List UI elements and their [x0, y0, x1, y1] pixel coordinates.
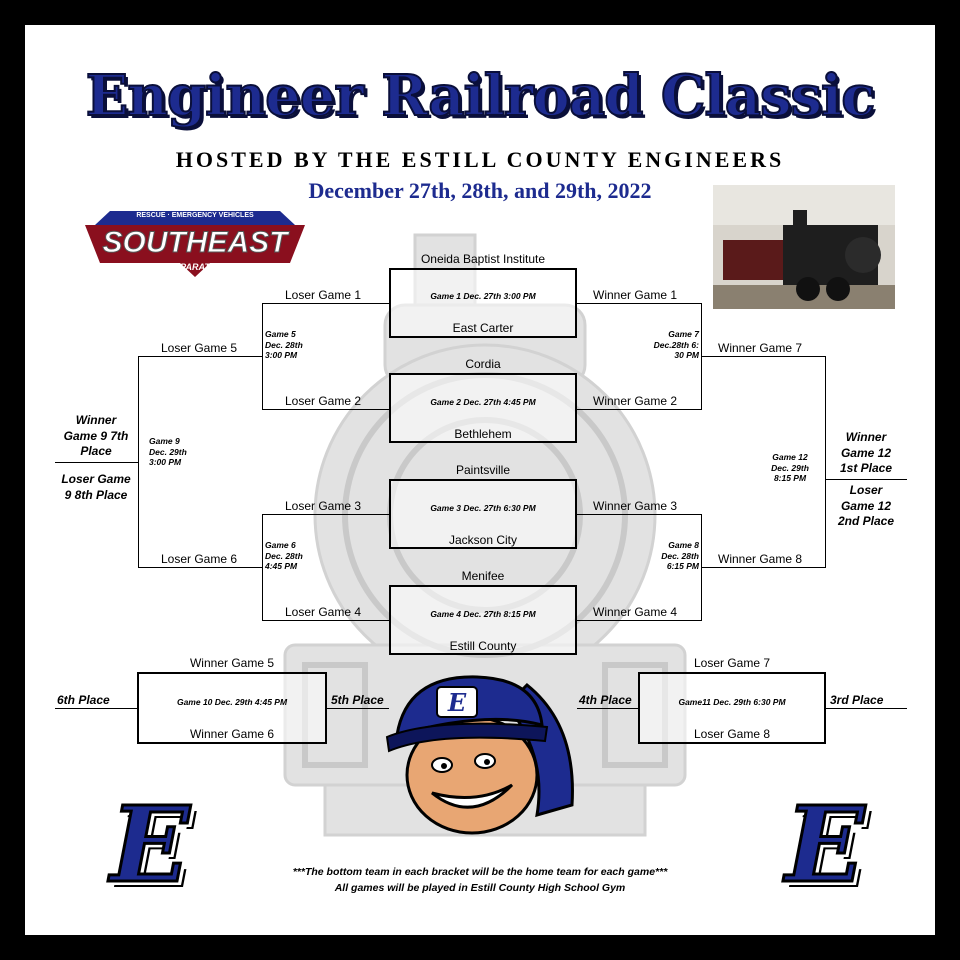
game-2-info: Game 2 Dec. 27th 4:45 PM — [430, 397, 536, 407]
bracket-line — [138, 356, 139, 568]
train-photo — [713, 185, 895, 309]
estill-e-logo-left: E — [109, 783, 191, 906]
bracket-line — [55, 708, 137, 709]
engineer-mascot-icon: E — [385, 675, 574, 835]
bracket-line — [701, 356, 825, 357]
label-loser-game-5: Loser Game 5 — [161, 341, 238, 355]
game-1-top-team: Oneida Baptist Institute — [420, 252, 546, 266]
bracket-line — [262, 514, 263, 621]
bracket-line — [826, 708, 907, 709]
bracket-line — [825, 356, 826, 568]
game-4-bottom-team: Estill County — [449, 639, 517, 653]
game-10-box — [137, 672, 327, 744]
bracket-line — [577, 303, 702, 304]
bracket-line — [262, 620, 389, 621]
svg-text:E: E — [447, 688, 467, 717]
label-loser-game-1: Loser Game 1 — [285, 288, 362, 302]
game-4-box — [389, 585, 577, 655]
event-dates: December 27th, 28th, and 29th, 2022 — [308, 178, 652, 203]
bracket-line — [262, 303, 389, 304]
label-loser-game-3: Loser Game 3 — [285, 499, 362, 513]
bracket-line — [55, 462, 138, 463]
label-loser-game-6: Loser Game 6 — [161, 552, 238, 566]
game-11-box — [638, 672, 826, 744]
game-10-bottom-team: Winner Game 6 — [189, 727, 275, 741]
game-2-bottom-team: Bethlehem — [454, 427, 512, 441]
bracket-line — [577, 409, 702, 410]
label-loser-game-2: Loser Game 2 — [285, 394, 362, 408]
label-winner-game-8: Winner Game 8 — [718, 552, 803, 566]
game-4-top-team: Menifee — [461, 569, 505, 583]
bracket-line — [577, 620, 702, 621]
game-11-bottom-team: Loser Game 8 — [693, 727, 771, 741]
sponsor-logo: RESCUE · EMERGENCY VEHICLES SOUTHEAST AP… — [70, 203, 320, 281]
estill-e-logo-right: E — [784, 783, 866, 906]
label-winner-game-2: Winner Game 2 — [593, 394, 678, 408]
bracket-line — [577, 514, 702, 515]
bracket-poster: Engineer Railroad Classic HOSTED BY THE … — [25, 25, 935, 935]
label-winner-game-7: Winner Game 7 — [718, 341, 803, 355]
game-4-info: Game 4 Dec. 27th 8:15 PM — [430, 609, 536, 619]
game-3-info: Game 3 Dec. 27th 6:30 PM — [430, 503, 536, 513]
game-2-box — [389, 373, 577, 443]
label-loser-game-4: Loser Game 4 — [285, 605, 362, 619]
game-1-info: Game 1 Dec. 27th 3:00 PM — [430, 291, 536, 301]
game-10-top-team: Winner Game 5 — [189, 656, 275, 670]
bracket-line — [701, 567, 825, 568]
sponsor-sub: APPARATUS — [167, 262, 223, 272]
footer-note-location: All games will be played in Estill Count… — [334, 882, 626, 894]
footer-note-home-team: ***The bottom team in each bracket will … — [292, 866, 668, 878]
sponsor-name: SOUTHEAST — [102, 226, 288, 260]
bracket-line — [577, 708, 638, 709]
bracket-line — [262, 409, 389, 410]
game-3-bottom-team: Jackson City — [448, 533, 518, 547]
bracket-line — [327, 708, 389, 709]
game-11-info: Game11 Dec. 29th 6:30 PM — [678, 697, 786, 707]
third-place-label: 3rd Place — [830, 693, 884, 707]
bracket-line — [138, 567, 262, 568]
bracket-line — [262, 303, 263, 410]
label-winner-game-3: Winner Game 3 — [593, 499, 678, 513]
bracket-line — [262, 514, 389, 515]
fourth-place-label: 4th Place — [579, 693, 632, 707]
bracket-line — [825, 479, 907, 480]
sponsor-top-text: RESCUE · EMERGENCY VEHICLES — [136, 212, 254, 219]
game-3-box — [389, 479, 577, 549]
bracket-line — [138, 356, 262, 357]
game-1-bottom-team: East Carter — [452, 321, 514, 335]
game-2-top-team: Cordia — [465, 357, 501, 371]
hosted-by: HOSTED BY THE ESTILL COUNTY ENGINEERS — [175, 147, 785, 172]
fifth-place-label: 5th Place — [331, 693, 384, 707]
game-1-box — [389, 268, 577, 338]
game-11-top-team: Loser Game 7 — [693, 656, 771, 670]
label-winner-game-1: Winner Game 1 — [593, 288, 678, 302]
game-3-top-team: Paintsville — [455, 463, 511, 477]
event-title: Engineer Railroad Classic — [85, 62, 877, 130]
sixth-place-label: 6th Place — [57, 693, 110, 707]
label-winner-game-4: Winner Game 4 — [593, 605, 678, 619]
game-10-info: Game 10 Dec. 29th 4:45 PM — [176, 697, 288, 707]
